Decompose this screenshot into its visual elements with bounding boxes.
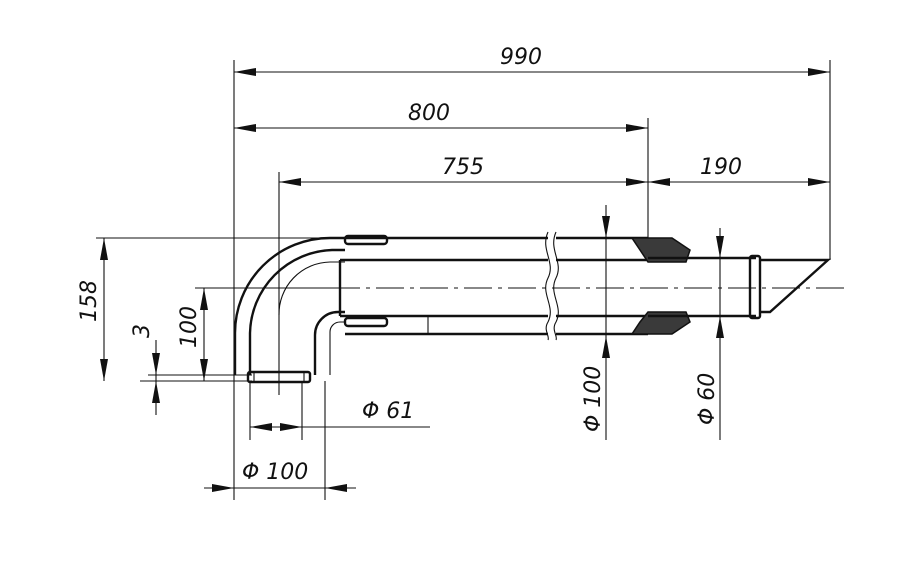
outlet-collar <box>246 370 312 384</box>
centre-lines <box>200 287 850 395</box>
dimension-990: 990 <box>234 45 830 76</box>
break-lines <box>545 231 559 341</box>
pipe-left-section <box>338 236 548 336</box>
dimension-phi61: Φ 61 <box>250 399 430 431</box>
dim-158-label: 158 <box>77 280 102 322</box>
dim-phi61-label: Φ 61 <box>362 399 414 424</box>
dimension-800: 800 <box>234 101 648 132</box>
elbow <box>233 236 345 375</box>
dim-100-vertical-label: 100 <box>177 306 202 348</box>
dim-800-label: 800 <box>408 101 450 126</box>
terminal-pipe <box>648 254 832 320</box>
dim-990-label: 990 <box>500 45 542 70</box>
dim-3-label: 3 <box>130 324 155 338</box>
clamp-top <box>343 234 389 246</box>
dim-phi100-pipe-label: Φ 100 <box>581 366 606 432</box>
dim-phi60-label: Φ 60 <box>695 373 720 425</box>
pipe-right-section <box>556 236 648 336</box>
dimension-190: 190 <box>648 155 830 186</box>
dimension-100-vertical: 100 <box>177 288 208 381</box>
clamp-bottom <box>343 316 389 328</box>
dimension-phi100-pipe: Φ 100 <box>581 216 610 432</box>
dimension-158: 158 <box>77 238 108 381</box>
dim-phi100-elbow-label: Φ 100 <box>242 460 308 485</box>
dimension-755: 755 <box>279 155 648 186</box>
dimension-phi60: Φ 60 <box>695 236 724 425</box>
dim-755-label: 755 <box>442 155 484 180</box>
dimension-3: 3 <box>130 324 160 415</box>
dim-190-label: 190 <box>700 155 742 180</box>
extension-lines <box>96 60 831 500</box>
dimension-phi100-elbow: Φ 100 <box>204 460 356 492</box>
seal-ring <box>630 237 691 335</box>
